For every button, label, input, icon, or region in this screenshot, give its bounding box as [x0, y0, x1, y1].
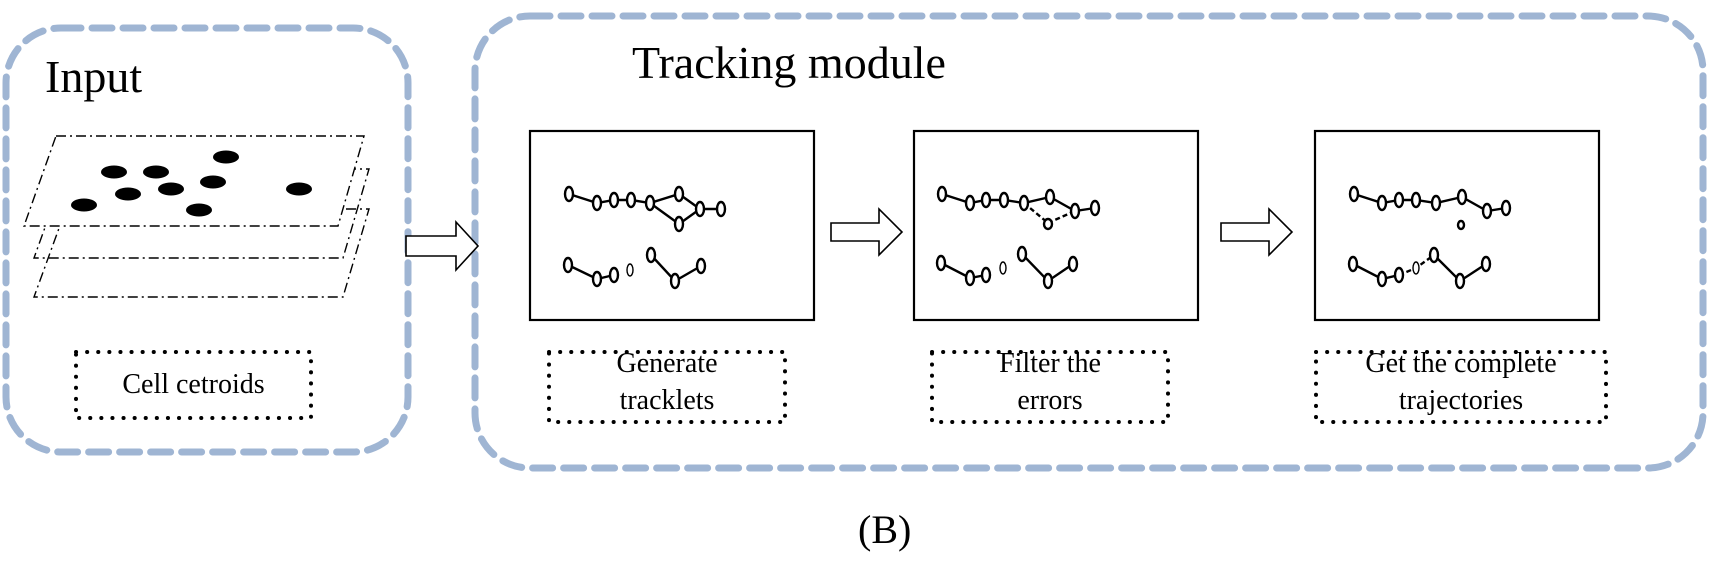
cell-dot [115, 187, 141, 201]
step-panel-filter-errors [912, 129, 1200, 322]
step-3-caption-line-2: trajectories [1398, 385, 1524, 416]
tracking-module-title: Tracking module [632, 37, 946, 88]
cell-dot [71, 198, 97, 212]
cell-dot [200, 175, 226, 189]
cell-dot [143, 165, 169, 179]
step-1-caption-line-2: tracklets [619, 385, 715, 416]
tracklets-drawing-1 [562, 185, 727, 290]
step-2-caption-line-1: Filter the [999, 348, 1101, 379]
step-1-caption-line-1: Generate [616, 348, 718, 379]
cell-dot [286, 182, 312, 196]
hollow-right-arrow-icon [1220, 207, 1294, 257]
figure-label: (B) [858, 507, 912, 552]
tracklets-drawing-2 [935, 185, 1101, 290]
step-panel-generate-tracklets [528, 129, 816, 322]
hollow-right-arrow-icon [830, 207, 904, 257]
caption-box-input [74, 350, 313, 420]
cell-centroids-dots [71, 150, 312, 217]
step-2-caption-line-2: errors [1017, 385, 1083, 416]
step-panels [528, 129, 1601, 322]
caption-box-step-1 [547, 350, 787, 424]
input-title: Input [45, 51, 143, 102]
step-2-caption: Filter the errors [932, 345, 1168, 419]
step-3-caption: Get the complete trajectories [1316, 345, 1606, 419]
frame-layer-front [23, 135, 365, 227]
caption-box-step-3 [1314, 350, 1608, 424]
step-1-caption: Generate tracklets [549, 345, 785, 419]
cell-dot [101, 165, 127, 179]
caption-boxes [74, 350, 1608, 424]
input-caption: Cell cetroids [122, 369, 265, 400]
stacked-frames-icon [23, 135, 370, 298]
cell-dot [213, 150, 239, 164]
caption-box-step-2 [930, 350, 1170, 424]
cell-dot [186, 203, 212, 217]
step-3-caption-line-1: Get the complete [1365, 348, 1557, 379]
cell-dot [158, 182, 184, 196]
flow-arrows [405, 207, 1294, 273]
tracklets-drawing-3 [1347, 185, 1512, 290]
hollow-right-arrow-icon [405, 219, 480, 273]
